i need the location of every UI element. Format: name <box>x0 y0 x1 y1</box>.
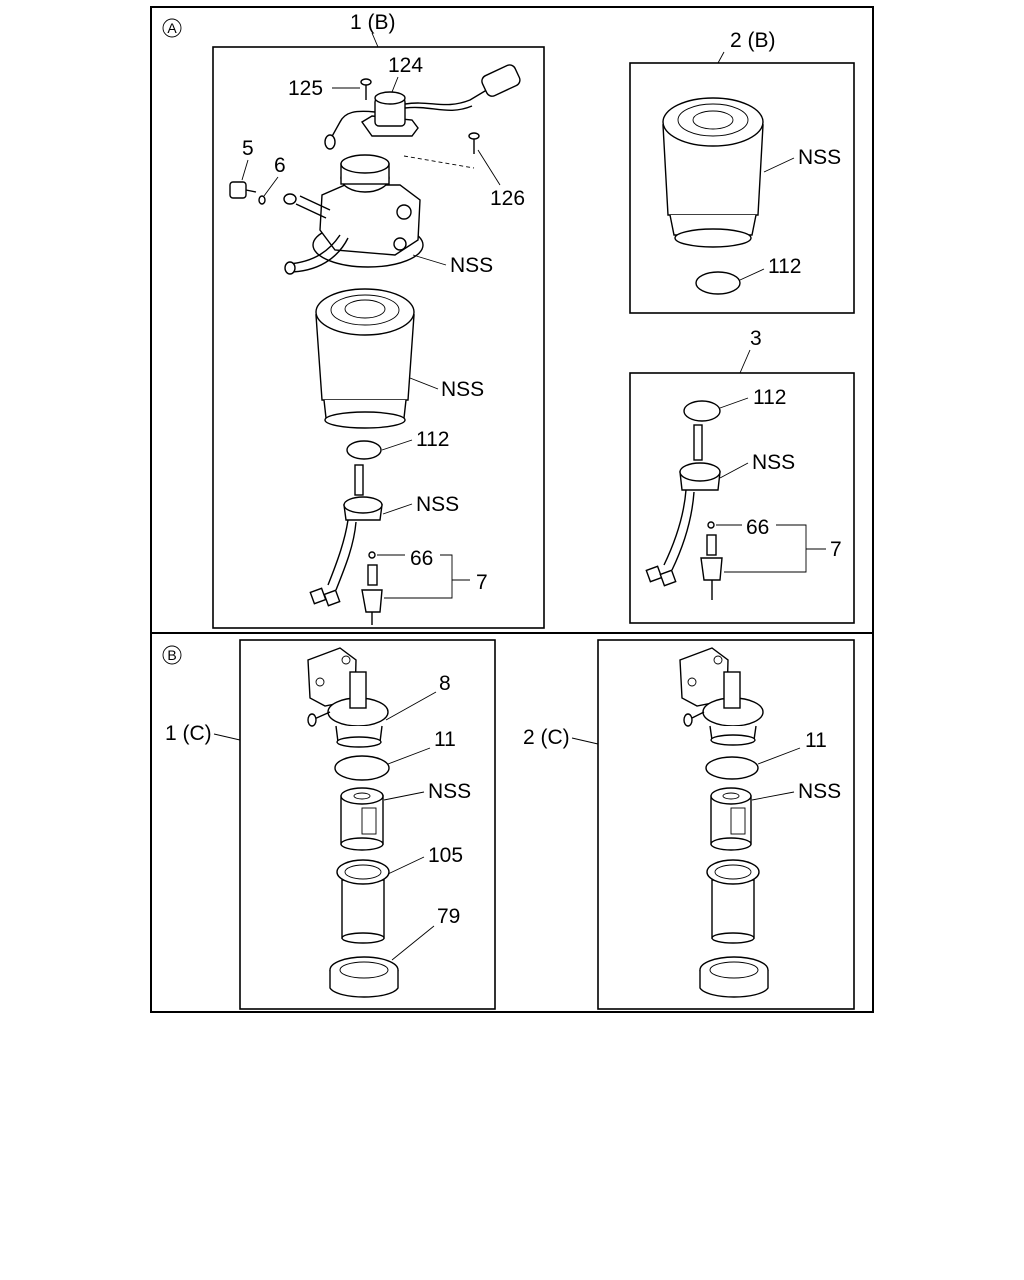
label-7-g3: 7 <box>830 538 842 561</box>
group-3-box <box>629 372 855 624</box>
o-ring-11-2c-part <box>705 756 759 780</box>
drain-valve-7-part <box>361 564 383 625</box>
ring-nut-79-part <box>329 956 399 998</box>
label-5: 5 <box>242 137 254 160</box>
label-105: 105 <box>428 844 463 867</box>
bowl-105-part <box>336 859 390 944</box>
filter-cartridge-2b-part <box>662 97 764 248</box>
label-2c-nss: NSS <box>798 780 841 803</box>
group-1b-box <box>212 46 545 629</box>
element-1c-part <box>340 787 384 851</box>
outer-frame <box>150 6 874 1013</box>
o-ring-112-2b-part <box>695 271 741 295</box>
o-ring-11-1c-part <box>334 755 390 781</box>
label-g3-nss: NSS <box>752 451 795 474</box>
label-plug-nss: NSS <box>416 493 459 516</box>
group-3-label: 3 <box>750 327 762 350</box>
label-6: 6 <box>274 154 286 177</box>
label-7-a1: 7 <box>476 571 488 594</box>
svg-text:B: B <box>167 647 176 663</box>
filter-head-part <box>283 154 424 275</box>
group-2c-label: 2 (C) <box>523 726 570 749</box>
group-2c-box <box>597 639 855 1010</box>
label-79: 79 <box>437 905 460 928</box>
ring-66-part <box>368 551 376 559</box>
label-124: 124 <box>388 54 423 77</box>
screw-126-part <box>403 132 480 169</box>
drain-valve-7-g3-part <box>700 534 723 600</box>
screw-125-part <box>360 78 372 100</box>
ring-nut-2c-part <box>699 956 769 998</box>
filter-head-2c-part <box>679 647 764 746</box>
group-1c-label: 1 (C) <box>165 722 212 745</box>
group-1b-label: 1 (B) <box>350 11 396 34</box>
group-2b-label: 2 (B) <box>730 29 776 52</box>
label-head-nss: NSS <box>450 254 493 277</box>
label-2b-nss: NSS <box>798 146 841 169</box>
water-sensor-part <box>324 64 521 150</box>
group-1c-box <box>239 639 496 1010</box>
label-66-a1: 66 <box>410 547 433 570</box>
filter-cartridge-part <box>315 288 415 429</box>
section-b-marker: B <box>162 645 182 665</box>
label-125: 125 <box>288 77 323 100</box>
label-cartridge-nss: NSS <box>441 378 484 401</box>
label-11-1c: 11 <box>434 728 456 751</box>
label-8: 8 <box>439 672 451 695</box>
label-112-g3: 112 <box>753 386 786 409</box>
svg-text:A: A <box>167 20 177 36</box>
label-11-2c: 11 <box>805 729 827 752</box>
label-112-a1: 112 <box>416 428 449 451</box>
group-2b-box <box>629 62 855 314</box>
label-1c-nss: NSS <box>428 780 471 803</box>
ring-66-g3-part <box>707 521 715 529</box>
filter-head-1c-part <box>307 647 389 748</box>
label-126: 126 <box>490 187 525 210</box>
washer-6-part <box>258 195 266 205</box>
bolt-5-part <box>229 181 257 199</box>
sensor-plug-g3-part <box>645 424 721 587</box>
label-66-g3: 66 <box>746 516 769 539</box>
o-ring-112-part <box>346 440 382 460</box>
label-112-2b: 112 <box>768 255 801 278</box>
section-a-marker: A <box>162 18 182 38</box>
bowl-2c-part <box>706 859 760 944</box>
sensor-plug-part <box>309 464 383 607</box>
element-2c-part <box>710 787 752 851</box>
o-ring-112-g3-part <box>683 400 721 422</box>
